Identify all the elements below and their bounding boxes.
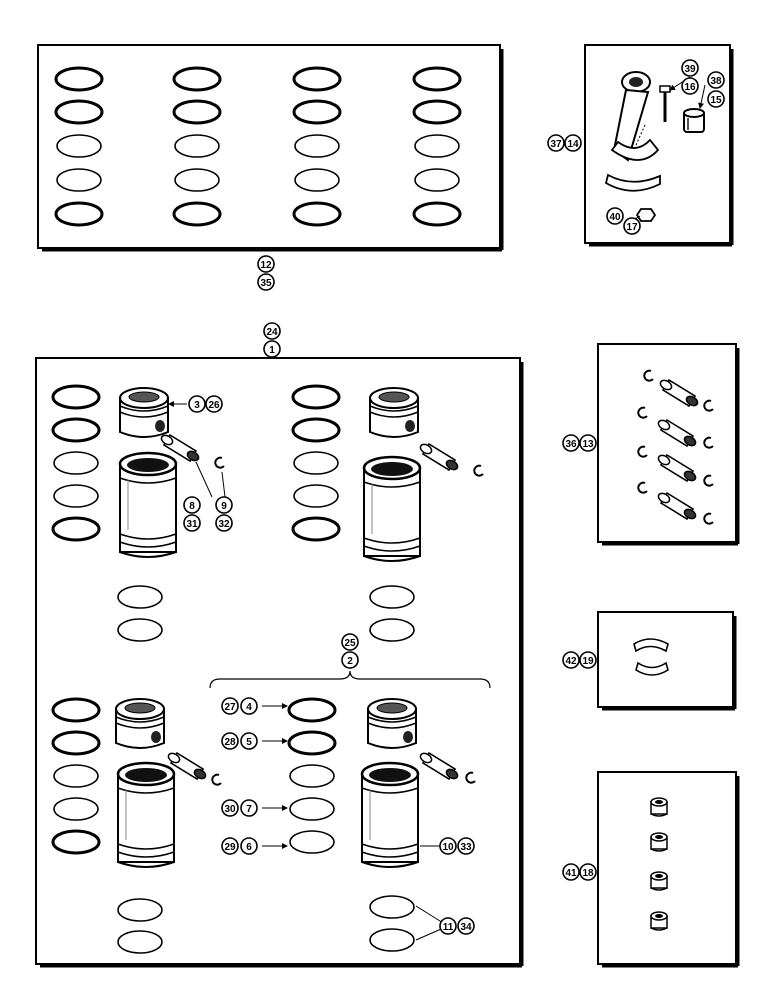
svg-text:31: 31	[186, 519, 198, 530]
svg-text:10: 10	[442, 842, 454, 853]
callout-ring-kit: 12 35	[257, 255, 275, 291]
svg-text:27: 27	[224, 702, 236, 713]
svg-text:38: 38	[710, 76, 722, 87]
svg-text:36: 36	[565, 439, 577, 450]
rod-bushing-icon	[683, 108, 705, 133]
svg-text:3: 3	[194, 400, 200, 411]
callout-pin-kit: 36 13	[562, 434, 597, 452]
svg-text:13: 13	[582, 439, 594, 450]
ring-set-brace	[209, 670, 491, 689]
svg-text:6: 6	[246, 842, 252, 853]
svg-text:15: 15	[710, 95, 722, 106]
callout-ring-top: 27 4	[221, 697, 258, 715]
callout-sleeve-kit: 24 1	[263, 322, 281, 358]
svg-text:34: 34	[460, 922, 472, 933]
callout-sleeve: 10 33	[439, 837, 475, 855]
callout-ring-set: 25 2	[341, 633, 359, 669]
svg-text:16: 16	[684, 82, 696, 93]
bushings-panel	[597, 771, 740, 968]
bearing-panel	[597, 611, 737, 711]
pin-kit-panel	[597, 343, 740, 546]
svg-text:40: 40	[609, 212, 621, 223]
svg-text:1: 1	[269, 345, 275, 356]
callout-seal-rings: 11 34	[439, 917, 475, 935]
callout-bushings: 41 18	[562, 863, 597, 881]
ring-kit-panel	[37, 44, 504, 252]
svg-text:11: 11	[443, 922, 454, 933]
svg-text:39: 39	[684, 64, 696, 75]
sleeve-kit-panel	[35, 357, 524, 968]
svg-text:25: 25	[344, 638, 356, 649]
svg-text:7: 7	[246, 804, 252, 815]
svg-text:41: 41	[565, 868, 577, 879]
svg-text:32: 32	[218, 519, 230, 530]
callout-ring-second: 28 5	[221, 732, 258, 750]
svg-text:9: 9	[221, 501, 227, 512]
svg-text:28: 28	[224, 737, 236, 748]
bearing-shell-icon	[633, 638, 669, 676]
svg-text:17: 17	[626, 222, 638, 233]
callout-retainer: 9 32	[215, 496, 233, 532]
callout-bearing: 42 19	[562, 651, 597, 669]
svg-text:29: 29	[224, 842, 236, 853]
callout-rod: 37 14 39 16 38 15 40 17	[547, 59, 725, 235]
svg-text:8: 8	[189, 501, 195, 512]
connecting-rod-icon	[604, 71, 661, 192]
svg-text:35: 35	[260, 278, 272, 289]
svg-text:26: 26	[208, 400, 220, 411]
callout-ring-third: 30 7	[221, 799, 258, 817]
svg-text:19: 19	[582, 656, 594, 667]
svg-text:30: 30	[224, 804, 236, 815]
callout-ring-oil: 29 6	[221, 837, 258, 855]
svg-text:14: 14	[567, 139, 579, 150]
svg-text:5: 5	[246, 737, 252, 748]
svg-text:24: 24	[266, 327, 278, 338]
rod-nut-icon	[635, 208, 657, 222]
svg-text:33: 33	[460, 842, 472, 853]
svg-text:2: 2	[347, 656, 353, 667]
callout-pin: 8 31	[183, 496, 201, 532]
callout-piston: 3 26	[188, 395, 223, 413]
svg-text:18: 18	[582, 868, 594, 879]
svg-text:4: 4	[246, 702, 252, 713]
svg-text:12: 12	[260, 260, 272, 271]
svg-text:37: 37	[550, 139, 562, 150]
svg-text:42: 42	[565, 656, 577, 667]
